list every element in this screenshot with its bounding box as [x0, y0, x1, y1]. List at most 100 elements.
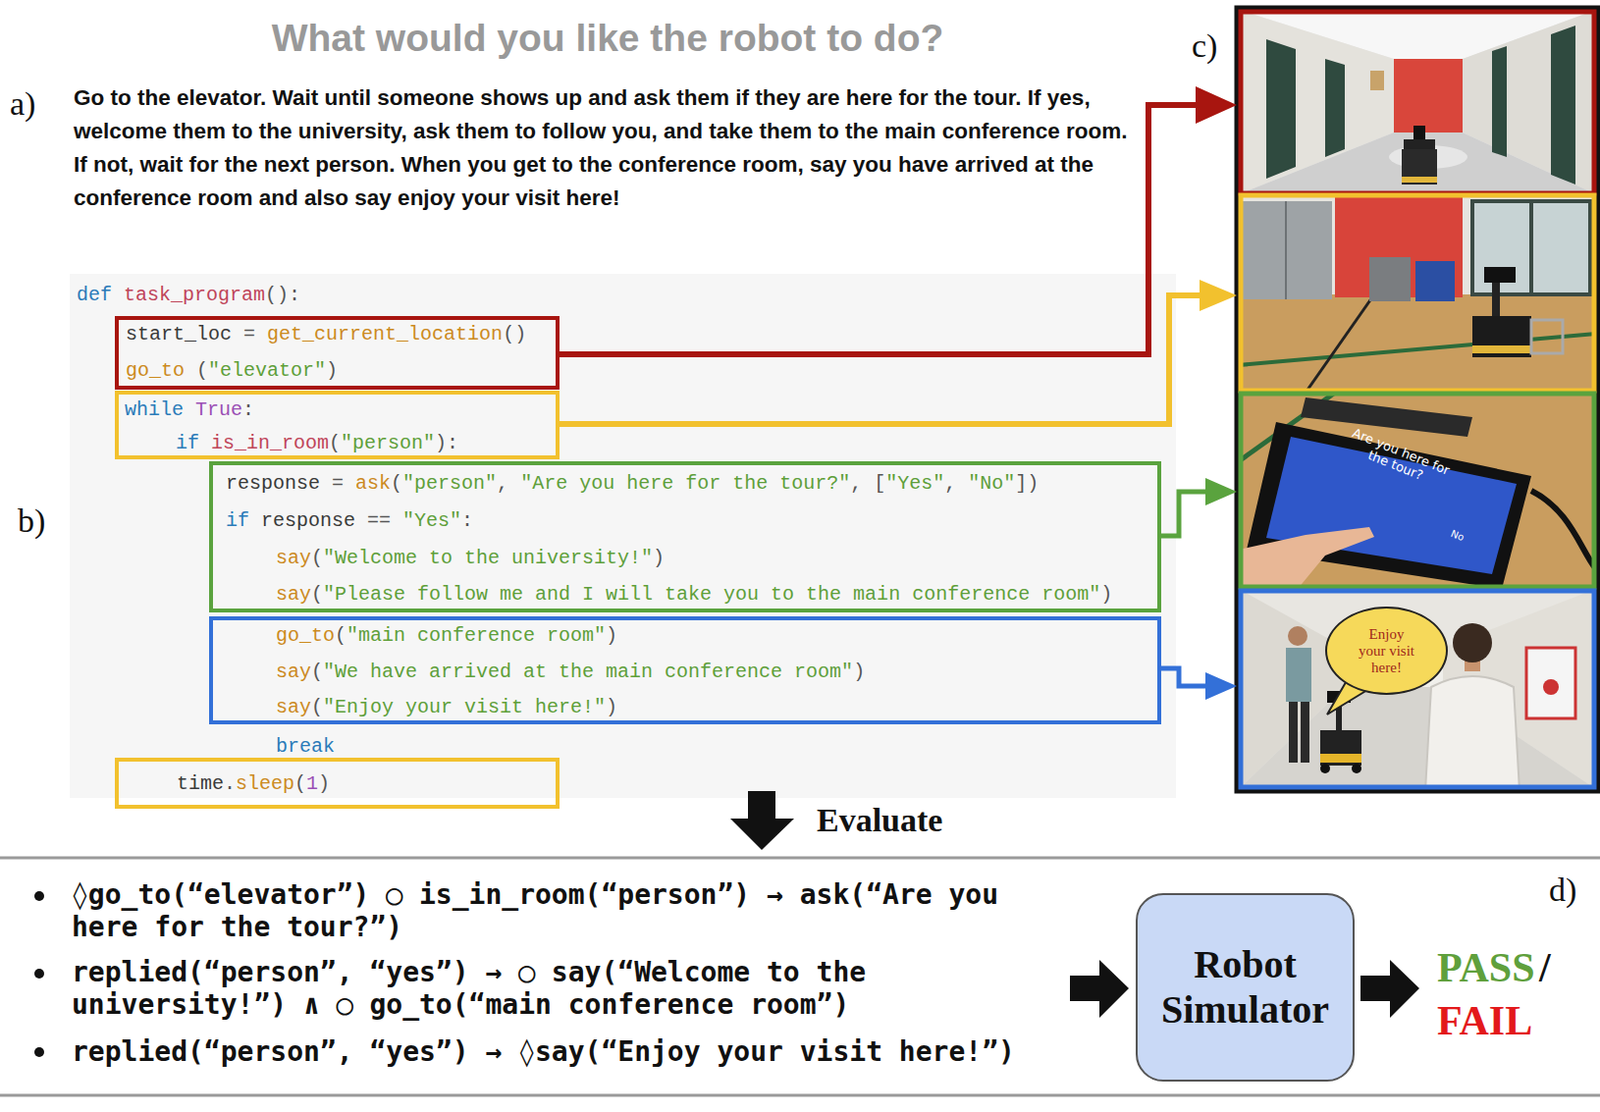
code-block: while True:if is_in_room("person"):: [114, 390, 560, 460]
illustration-part: [1300, 397, 1473, 437]
code-token: get_current_location: [266, 322, 503, 346]
code-line: say("Enjoy your visit here!"): [275, 689, 618, 726]
node-label: Robot Simulator: [1147, 942, 1344, 1033]
code-token: =: [243, 322, 256, 346]
code-token: (: [390, 472, 403, 495]
code-token: [320, 472, 332, 495]
code-token: ask: [355, 472, 391, 495]
illustration-part: [1240, 590, 1595, 788]
illustration-part: [1531, 490, 1597, 570]
code-token: "elevator": [208, 359, 326, 382]
code-token: ==: [367, 509, 391, 533]
illustration-part: [1415, 261, 1455, 302]
illustration-part: [1238, 201, 1333, 300]
code-token: =: [331, 472, 344, 495]
illustration-part: [1484, 266, 1516, 283]
code-line: say("Please follow me and I will take yo…: [275, 576, 1113, 613]
code-token: "person": [340, 431, 435, 455]
code-token: [355, 509, 368, 533]
illustration-part: [1425, 676, 1520, 790]
code-token: go_to: [125, 359, 185, 382]
code-token: def: [76, 283, 112, 307]
illustration-part: [1351, 763, 1362, 774]
code-token: [231, 322, 244, 346]
illustration-part: [1393, 58, 1463, 133]
code-token: :: [242, 398, 255, 422]
code-token: ): [1100, 583, 1113, 606]
illustration-part: [34, 891, 45, 902]
illustration-part: [1069, 975, 1102, 1002]
code-line: if is_in_room("person"):: [175, 425, 459, 462]
code-line: time.sleep(1): [176, 765, 330, 802]
code-block: start_loc = get_current_location()go_to …: [114, 316, 560, 390]
illustration-part: [1531, 320, 1563, 354]
code-token: "Yes": [885, 472, 945, 495]
code-token: (): [502, 322, 527, 346]
illustration-part: [1369, 257, 1411, 302]
code-token: [390, 509, 403, 533]
text-label: No: [1448, 528, 1466, 544]
illustration-part: [747, 791, 776, 821]
code-token: ]): [1014, 472, 1039, 495]
illustration-part: [1360, 975, 1392, 1002]
illustration-part: [1199, 279, 1237, 312]
code-token: :: [461, 509, 474, 533]
code-token: sleep: [235, 772, 295, 796]
text-label: replied(“person”, “yes”) → ◯ say(“Welcom…: [71, 956, 1064, 1021]
text-label: a): [9, 84, 36, 124]
code-token: "Welcome to the university!": [322, 546, 653, 570]
illustration-part: [1325, 58, 1345, 158]
code-token: (: [334, 624, 347, 647]
code-token: "Yes": [402, 509, 462, 533]
illustration-part: [34, 1047, 45, 1058]
illustration-part: [1236, 7, 1599, 792]
code-token: "Are you here for the tour?": [520, 472, 851, 495]
code-token: (: [311, 660, 323, 684]
illustration-part: [1401, 149, 1438, 185]
illustration-part: [1238, 194, 1597, 303]
code-token: task_program: [123, 283, 266, 307]
code-token: response: [225, 472, 320, 495]
code-token: "main conference room": [346, 624, 606, 647]
title: What would you like the robot to do?: [214, 15, 1001, 61]
code-token: break: [275, 735, 335, 758]
code-token: ():: [265, 283, 301, 307]
illustration-part: [1238, 294, 1597, 393]
illustration-part: [0, 1094, 1600, 1098]
code-token: (: [196, 359, 209, 382]
illustration-part: [1285, 647, 1312, 702]
illustration-part: [1320, 753, 1362, 763]
code-line: say("Welcome to the university!"): [275, 539, 665, 577]
code-token: (: [328, 431, 341, 455]
code-token: while: [124, 398, 184, 422]
text-label: /: [1539, 944, 1551, 992]
code-block: go_to("main conference room")say("We hav…: [209, 616, 1162, 725]
code-token: [343, 472, 356, 495]
illustration-part: [1370, 70, 1385, 91]
illustration-part: [1161, 668, 1208, 687]
code-token: ): [605, 624, 618, 647]
code-line: def task_program():: [76, 276, 301, 314]
code-token: (: [311, 546, 323, 570]
code-token: ,: [496, 472, 509, 495]
illustration-part: [1472, 201, 1591, 295]
code-token: (: [311, 695, 323, 719]
code-token: [184, 359, 197, 382]
code-token: ):: [434, 431, 459, 455]
code-token: .: [223, 772, 236, 796]
illustration-part: [1320, 763, 1331, 774]
code-block: time.sleep(1): [114, 757, 560, 809]
illustration-part: [1472, 345, 1532, 354]
text-label: Are you here for the tour?: [1335, 422, 1461, 496]
code-token: ): [318, 772, 330, 796]
code-panel: def task_program():breakstart_loc = get_…: [69, 273, 1176, 799]
illustration-part: [1492, 279, 1500, 320]
code-token: [: [873, 472, 886, 495]
text-label: PASS: [1437, 944, 1536, 992]
code-token: (: [311, 583, 323, 606]
code-token: ): [853, 660, 865, 684]
text-label: ◊go_to(“elevator”) ◯ is_in_room(“person”…: [71, 878, 1064, 944]
code-token: say: [275, 583, 312, 606]
code-token: go_to: [275, 624, 335, 647]
